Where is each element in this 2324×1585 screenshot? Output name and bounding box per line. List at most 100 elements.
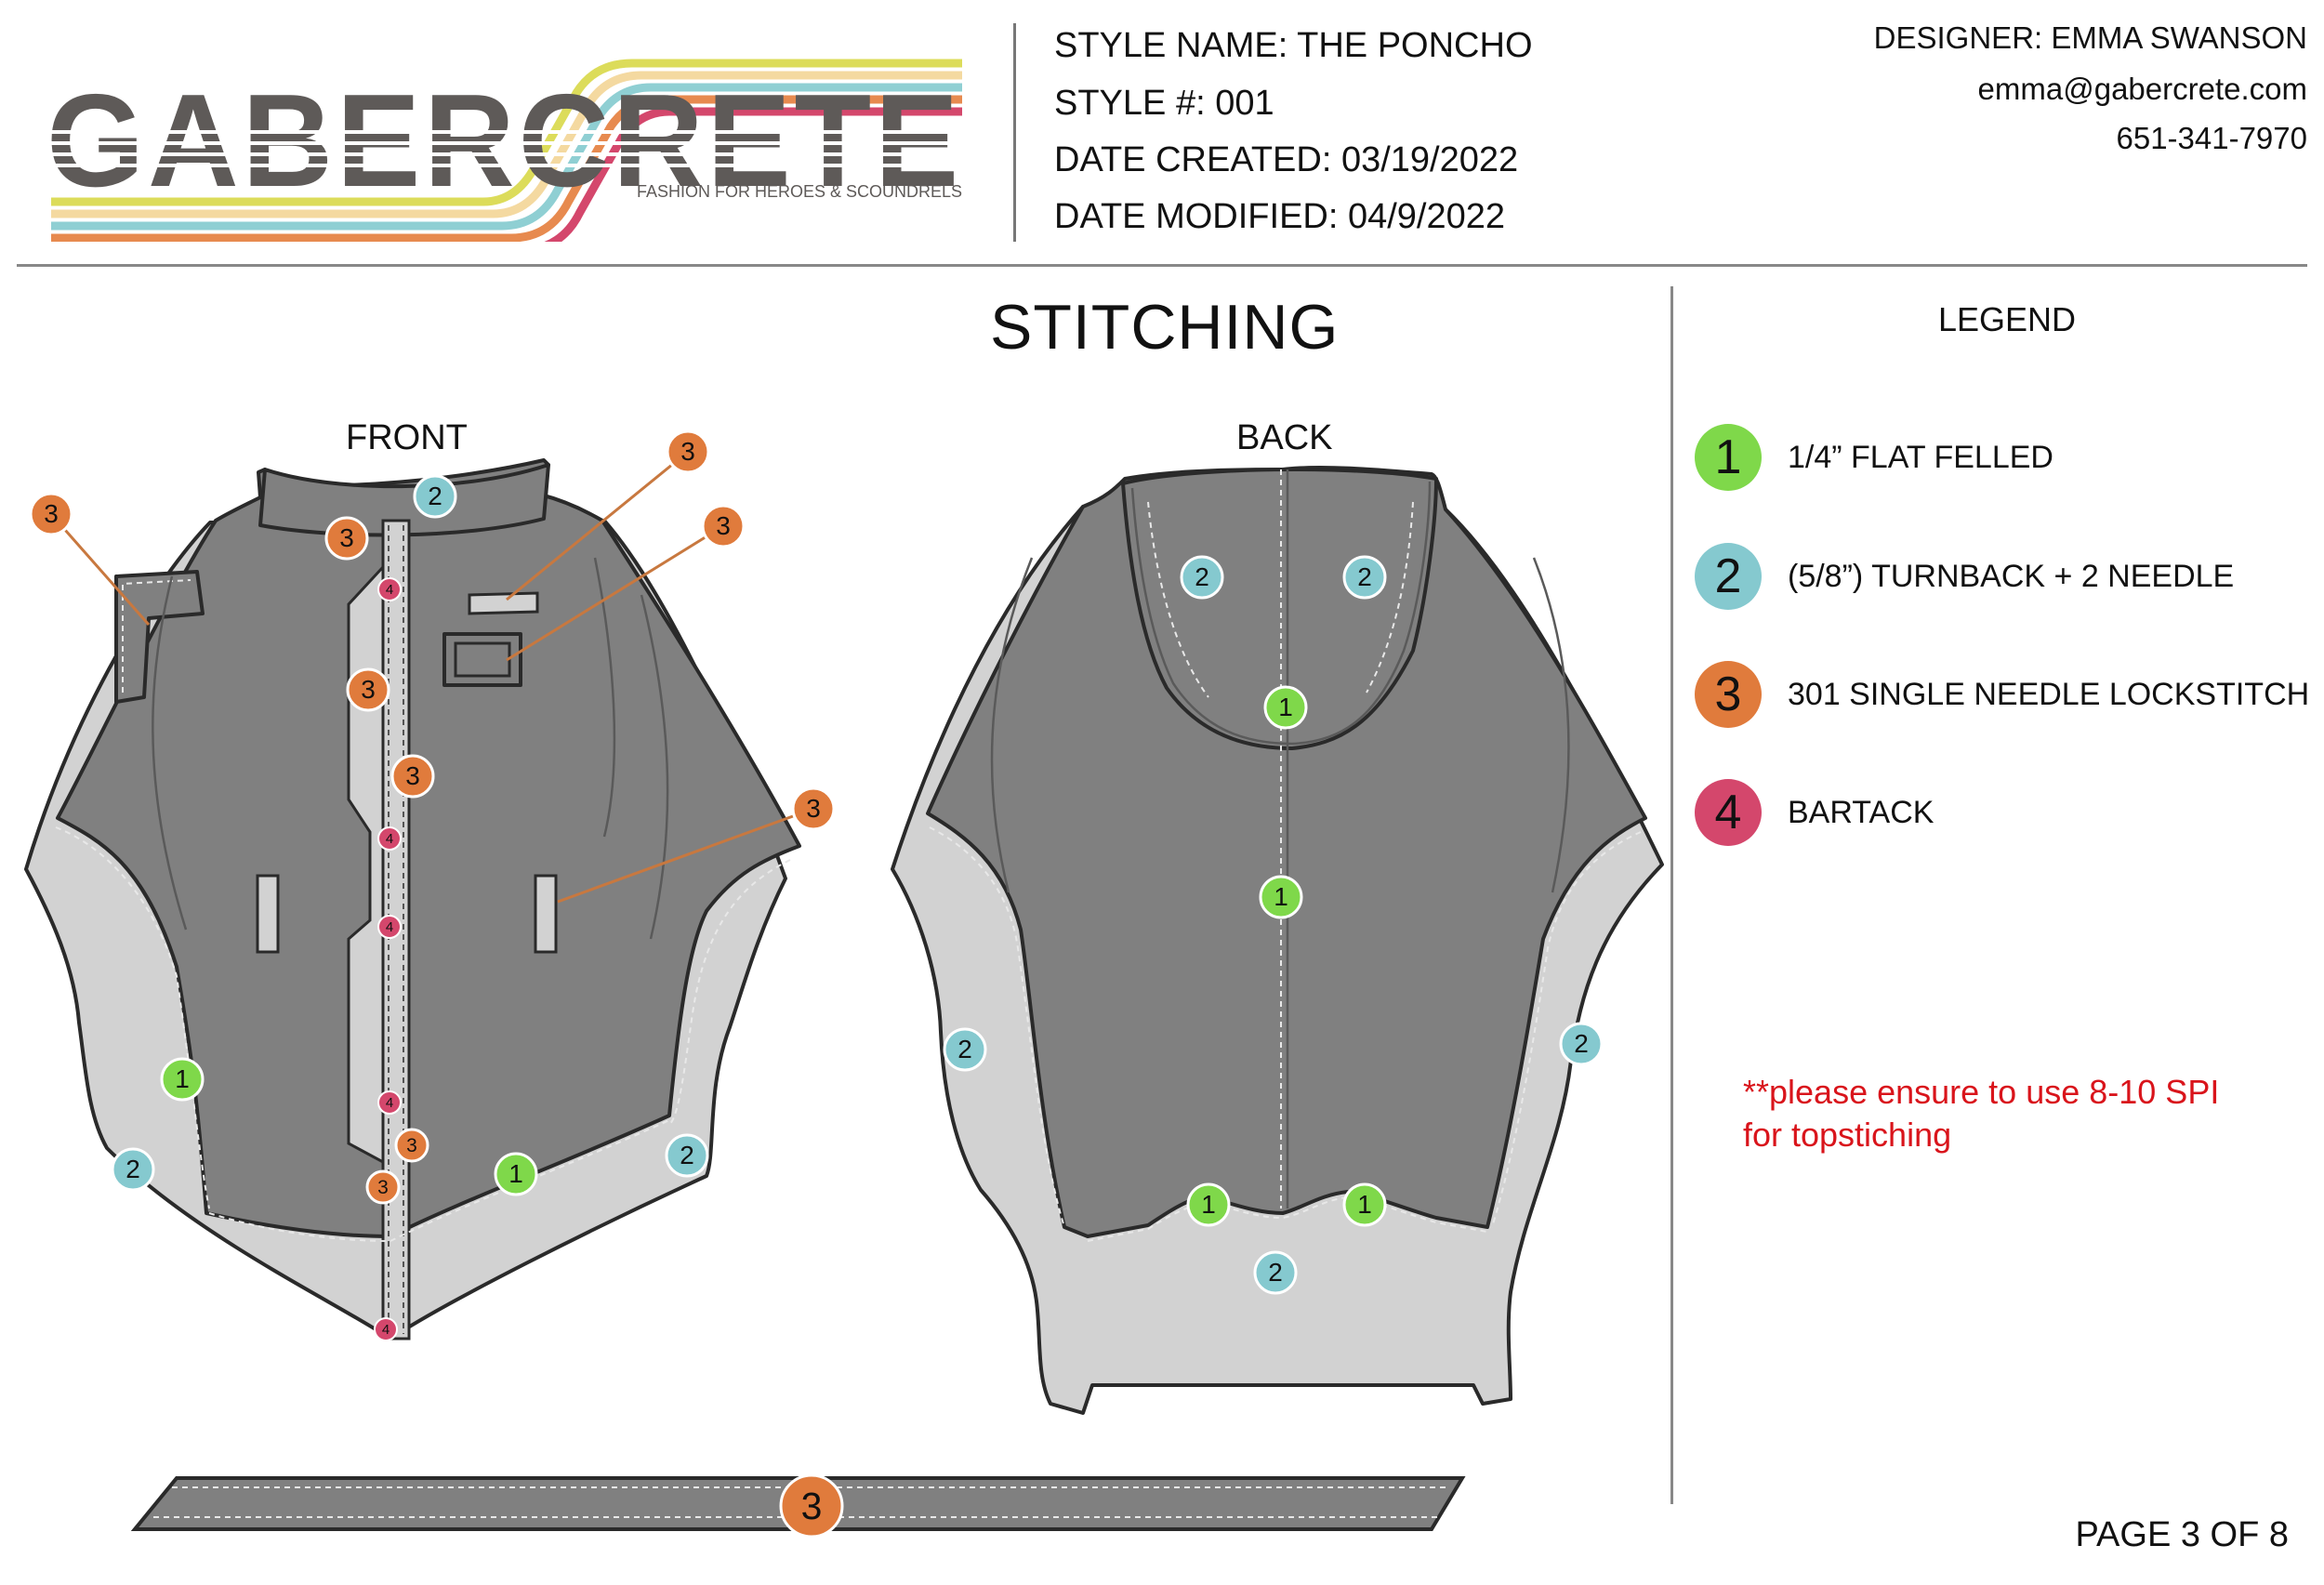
legend-item-bartack: 4 BARTACK — [1695, 775, 1934, 850]
callout-badge: 1 — [1259, 875, 1303, 919]
callout-badge: 1 — [1342, 1182, 1387, 1227]
callout-badge: 2 — [1559, 1022, 1604, 1066]
callout-badge: 4 — [374, 1317, 398, 1341]
chest-flap — [468, 591, 539, 615]
callout-badge: 4 — [377, 915, 402, 939]
front-view-label: FRONT — [346, 418, 468, 457]
legend-item-flat-felled: 1 1/4” FLAT FELLED — [1695, 420, 2053, 495]
callout-number: 1 — [1278, 693, 1293, 721]
leader-lines — [49, 450, 814, 904]
brand-tagline: FASHION FOR HEROES & SCOUNDRELS — [637, 182, 962, 201]
callout-number: 3 — [406, 1135, 417, 1156]
callout-badge: 4 — [377, 826, 402, 851]
legend-label: 1/4” FLAT FELLED — [1788, 439, 2053, 475]
callout-number: 3 — [377, 1177, 389, 1198]
header-rule — [17, 264, 2307, 267]
callout-badge: 2 — [413, 474, 457, 519]
legend-label: BARTACK — [1788, 794, 1934, 830]
callout-number: 3 — [339, 523, 354, 552]
legend-badge: 3 — [1695, 661, 1762, 728]
callout-badge: 4 — [377, 577, 402, 601]
callout-badge: 3 — [29, 492, 73, 536]
callout-number: 4 — [386, 919, 393, 935]
callout-badge: 3 — [365, 1169, 401, 1205]
style-name: STYLE NAME: THE PONCHO — [1054, 26, 1533, 65]
front-poncho — [24, 458, 801, 1341]
wordmark-lines — [46, 130, 962, 167]
designer-email[interactable]: emma@gabercrete.com — [1977, 72, 2307, 106]
back-hood — [1121, 468, 1438, 750]
date-modified: DATE MODIFIED: 04/9/2022 — [1054, 197, 1506, 236]
callout-number: 2 — [1195, 562, 1209, 591]
logo-stripes: GABERCRETE FASHION FOR HEROES & SCOUNDRE… — [46, 59, 962, 255]
callout-badge: 1 — [160, 1057, 205, 1102]
sleeve-pocket — [114, 570, 205, 704]
style-number: STYLE #: 001 — [1054, 84, 1274, 123]
legend-divider — [1670, 286, 1673, 1504]
callout-number: 2 — [680, 1141, 694, 1169]
legend-item-turnback: 2 (5/8”) TURNBACK + 2 NEEDLE — [1695, 539, 2234, 614]
callout-number: 1 — [508, 1159, 523, 1188]
stripe-4 — [51, 95, 962, 243]
welt-pocket-right — [534, 874, 558, 954]
callout-number: 4 — [382, 1322, 390, 1338]
callout-number: 1 — [175, 1064, 190, 1093]
callout-badge: 3 — [779, 1473, 844, 1539]
legend-badge: 2 — [1695, 543, 1762, 610]
legend-badge: 1 — [1695, 424, 1762, 491]
callout-badge: 2 — [943, 1027, 987, 1072]
callout-badge: 2 — [665, 1133, 709, 1178]
brand-wordmark: GABERCRETE — [46, 67, 962, 215]
callout-badge: 4 — [377, 1090, 402, 1115]
back-view-label: BACK — [1236, 418, 1333, 457]
callout-number: 1 — [1201, 1190, 1216, 1219]
callout-number: 1 — [1274, 882, 1288, 911]
legend-badge: 4 — [1695, 779, 1762, 846]
designer-name: DESIGNER: EMMA SWANSON — [1873, 20, 2307, 55]
callout-badge: 2 — [1253, 1250, 1298, 1295]
welt-pocket-left — [256, 874, 280, 954]
designer-phone: 651-341-7970 — [2116, 121, 2307, 155]
callout-number: 3 — [680, 437, 695, 466]
callout-number: 3 — [44, 499, 59, 528]
callout-number: 3 — [806, 794, 821, 823]
callout-badge: 3 — [666, 429, 710, 474]
callout-number: 3 — [361, 675, 376, 704]
callout-badge: 1 — [494, 1152, 538, 1196]
callout-number: 2 — [957, 1035, 972, 1063]
callout-badge: 2 — [1342, 555, 1387, 600]
callout-badge: 2 — [111, 1147, 155, 1192]
callout-badge: 1 — [1186, 1182, 1231, 1227]
callout-badge: 1 — [1263, 685, 1308, 730]
legend-item-lockstitch: 3 301 SINGLE NEEDLE LOCKSTITCH — [1695, 657, 2309, 732]
callout-number: 2 — [1574, 1029, 1589, 1058]
page-title: STITCHING — [990, 292, 1340, 363]
page-number: PAGE 3 OF 8 — [2075, 1515, 2289, 1554]
callout-number: 4 — [386, 582, 393, 598]
callout-badge: 3 — [390, 754, 435, 799]
callout-number: 4 — [386, 1095, 393, 1111]
callout-number: 2 — [1268, 1258, 1283, 1287]
callout-number: 2 — [125, 1155, 140, 1183]
callout-badge: 3 — [791, 786, 836, 831]
legend-label: (5/8”) TURNBACK + 2 NEEDLE — [1788, 558, 2235, 594]
callout-badge: 3 — [394, 1128, 429, 1163]
callout-badge: 3 — [324, 516, 369, 561]
legend-title: LEGEND — [1938, 300, 2077, 338]
callout-number: 3 — [801, 1485, 823, 1527]
date-created: DATE CREATED: 03/19/2022 — [1054, 140, 1519, 179]
callout-badge: 3 — [701, 504, 746, 548]
brand-logo: GABERCRETE FASHION FOR HEROES & SCOUNDRE… — [46, 28, 976, 255]
callout-number: 1 — [1357, 1190, 1372, 1219]
callout-number: 2 — [428, 482, 442, 510]
callout-badge: 2 — [1180, 555, 1224, 600]
callout-number: 3 — [405, 761, 420, 790]
callout-badge: 3 — [346, 667, 390, 712]
callout-number: 2 — [1357, 562, 1372, 591]
legend-label: 301 SINGLE NEEDLE LOCKSTITCH — [1788, 676, 2310, 712]
back-poncho — [891, 465, 1664, 1415]
spi-note: **please ensure to use 8-10 SPI for tops… — [1743, 1073, 2220, 1154]
storm-flap — [347, 563, 385, 1165]
